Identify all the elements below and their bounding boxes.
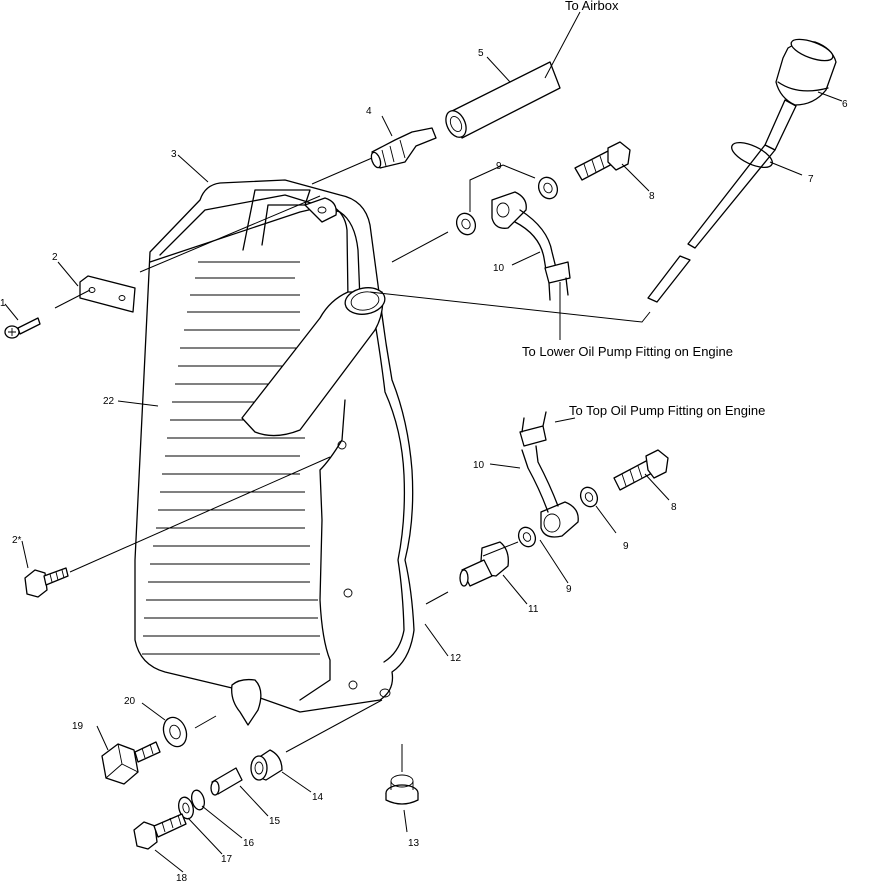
callout-17: 17 [221, 854, 233, 865]
callout-22: 22 [103, 396, 115, 407]
sealing-washers-upper [455, 176, 559, 236]
outlet-fitting [459, 541, 509, 587]
oil-tank [134, 179, 415, 726]
banjo-bolt-upper [574, 141, 631, 181]
callout-12: 12 [450, 653, 462, 664]
callout-7: 7 [808, 174, 814, 185]
drain-tube [210, 767, 243, 796]
callout-6: 6 [842, 99, 848, 110]
note-top-oil-pump: To Top Oil Pump Fitting on Engine [569, 403, 765, 418]
banjo-bolt-lower [613, 449, 669, 491]
callout-14: 14 [312, 792, 324, 803]
callout-19: 19 [72, 721, 84, 732]
leader-lines [4, 11, 843, 873]
callout-13: 13 [408, 838, 420, 849]
callout-9-lower-left: 9 [566, 584, 572, 595]
vent-fitting [370, 127, 437, 169]
callout-4: 4 [366, 106, 372, 117]
drain-bolt [133, 813, 187, 850]
callout-9-lower-right: 9 [623, 541, 629, 552]
callout-10-upper: 10 [493, 263, 505, 274]
callout-5: 5 [478, 48, 484, 59]
banjo-fitting-upper [491, 191, 571, 301]
filter-screen [385, 774, 419, 805]
grommet [250, 749, 283, 781]
drain-washer-16 [191, 789, 205, 811]
mounting-bolt [24, 567, 69, 598]
banjo-fitting-lower [519, 411, 579, 538]
o-ring [731, 141, 773, 169]
drain-plug-washer [162, 716, 188, 748]
sealing-washers-lower [517, 486, 599, 548]
drain-plug-bolt [101, 741, 161, 785]
callout-3: 3 [171, 149, 177, 160]
dipstick [647, 38, 837, 303]
screw [4, 317, 41, 339]
callout-16: 16 [243, 838, 255, 849]
callout-1: 1 [0, 298, 6, 309]
note-lower-oil-pump: To Lower Oil Pump Fitting on Engine [522, 344, 733, 359]
callout-18: 18 [176, 873, 188, 882]
callout-20: 20 [124, 696, 136, 707]
callout-9-upper: 9 [496, 161, 502, 172]
callout-8-lower: 8 [671, 502, 677, 513]
airbox-vent-hose [445, 61, 561, 139]
callout-11: 11 [528, 604, 539, 615]
callout-2-star: 2* [12, 535, 22, 546]
callout-8-upper: 8 [649, 191, 655, 202]
callout-10-lower: 10 [473, 460, 485, 471]
routing-notes: To Airbox To Lower Oil Pump Fitting on E… [522, 0, 765, 418]
callout-2: 2 [52, 252, 58, 263]
callout-15: 15 [269, 816, 281, 827]
decal-plate [79, 275, 136, 313]
callout-numbers: 1 2 2* 3 4 5 6 7 8 8 9 9 9 10 10 11 12 1… [0, 48, 848, 882]
note-to-airbox: To Airbox [565, 0, 619, 13]
